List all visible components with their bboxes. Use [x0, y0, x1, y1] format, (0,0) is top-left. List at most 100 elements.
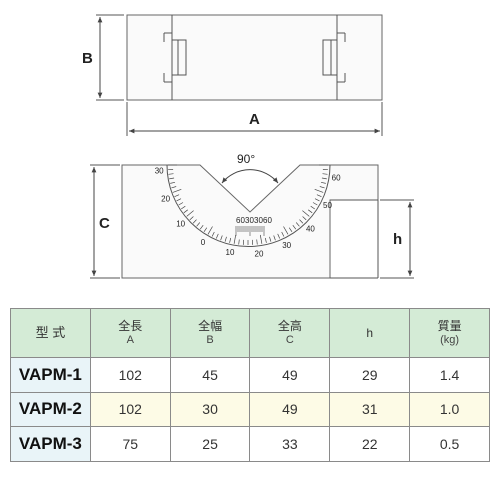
- scale-tick: [199, 224, 204, 230]
- value-cell: 1.0: [409, 391, 490, 428]
- value-cell: 30: [169, 391, 251, 428]
- vernier-label: 30: [245, 216, 254, 225]
- value-cell: 49: [249, 357, 331, 393]
- scale-tick: [312, 202, 318, 206]
- scale-tick: [172, 188, 182, 193]
- value-cell: 102: [89, 357, 171, 393]
- scale-tick: [229, 237, 232, 243]
- header-mass: 質量(kg): [409, 308, 490, 358]
- scale-tick: [281, 231, 285, 237]
- dim-label-c: C: [99, 215, 110, 232]
- scale-label: 0: [201, 238, 206, 247]
- scale-tick: [316, 194, 322, 198]
- scale-tick: [174, 194, 180, 198]
- table-row: VAPM-3 75 25 33 22 0.5: [10, 426, 490, 462]
- value-cell: 49: [249, 391, 331, 428]
- value-cell: 102: [89, 391, 171, 428]
- scale-tick: [186, 210, 194, 217]
- scale-tick: [299, 219, 304, 224]
- scale-tick: [211, 231, 215, 237]
- top-view: B A: [82, 14, 383, 136]
- scale-tick: [181, 205, 186, 210]
- scale-tick: [307, 209, 313, 214]
- scale-tick: [314, 198, 320, 202]
- scale-label: 30: [282, 241, 291, 250]
- scale-tick: [220, 235, 223, 241]
- model-cell: VAPM-1: [10, 357, 91, 393]
- scale-tick: [224, 236, 227, 242]
- dim-label-b: B: [82, 50, 93, 67]
- scale-label: 20: [161, 195, 170, 204]
- scale-tick: [259, 234, 263, 244]
- vernier-label: 60: [236, 216, 245, 225]
- scale-tick: [176, 198, 182, 202]
- scale-tick: [233, 234, 237, 244]
- scale-tick: [256, 239, 258, 245]
- scale-tick: [196, 222, 201, 227]
- model-cell: VAPM-2: [10, 391, 91, 428]
- scale-tick: [319, 186, 325, 189]
- scale-tick: [264, 237, 267, 243]
- scale-tick: [322, 173, 328, 175]
- header-h: h: [329, 308, 411, 358]
- scale-label: 10: [176, 219, 185, 228]
- scale-tick: [238, 239, 240, 245]
- scale-tick: [273, 235, 276, 241]
- model-cell: VAPM-3: [10, 426, 91, 462]
- scale-tick: [192, 219, 197, 224]
- front-view-outline: [121, 164, 379, 279]
- scale-label: 20: [255, 249, 264, 258]
- scale-tick: [169, 177, 175, 180]
- header-model: 型 式: [10, 308, 91, 358]
- scale-label: 30: [155, 166, 164, 175]
- scale-tick: [310, 205, 315, 210]
- top-view-body: [126, 14, 383, 101]
- scale-tick: [168, 173, 174, 175]
- value-cell: 29: [329, 357, 411, 393]
- value-cell: 31: [329, 391, 411, 428]
- scale-tick: [171, 186, 177, 189]
- table-row: VAPM-1 102 45 49 29 1.4: [10, 357, 490, 393]
- vernier-label: 30: [254, 216, 263, 225]
- scale-label: 40: [306, 225, 315, 234]
- scale-tick: [302, 216, 307, 221]
- scale-tick: [215, 233, 219, 239]
- scale-label: 50: [323, 201, 332, 210]
- scale-tick: [203, 227, 208, 232]
- scale-tick: [288, 227, 293, 232]
- scale-label: 60: [332, 173, 341, 182]
- value-cell: 45: [169, 357, 251, 393]
- value-cell: 33: [249, 426, 331, 462]
- scale-label: 10: [226, 248, 235, 257]
- dim-label-a: A: [249, 111, 260, 128]
- scale-tick: [302, 210, 310, 217]
- scale-tick: [277, 233, 281, 239]
- scale-tick: [183, 209, 189, 214]
- value-cell: 22: [329, 426, 411, 462]
- angle-label: 90°: [237, 152, 255, 166]
- scale-tick: [178, 202, 184, 206]
- value-cell: 25: [169, 426, 251, 462]
- scale-tick: [189, 216, 194, 221]
- dim-label-h: h: [393, 231, 402, 248]
- protractor-arc: [166, 164, 331, 247]
- scale-tick: [314, 188, 324, 193]
- value-cell: 0.5: [409, 426, 490, 462]
- value-cell: 75: [89, 426, 171, 462]
- table-row: VAPM-2 102 30 49 31 1.0: [10, 391, 490, 428]
- scale-tick: [321, 177, 327, 180]
- scale-tick: [170, 181, 176, 184]
- scale-tick: [320, 181, 326, 184]
- scale-tick: [207, 226, 213, 235]
- scale-tick: [283, 226, 289, 235]
- scale-tick: [269, 236, 272, 242]
- scale-tick: [295, 222, 300, 227]
